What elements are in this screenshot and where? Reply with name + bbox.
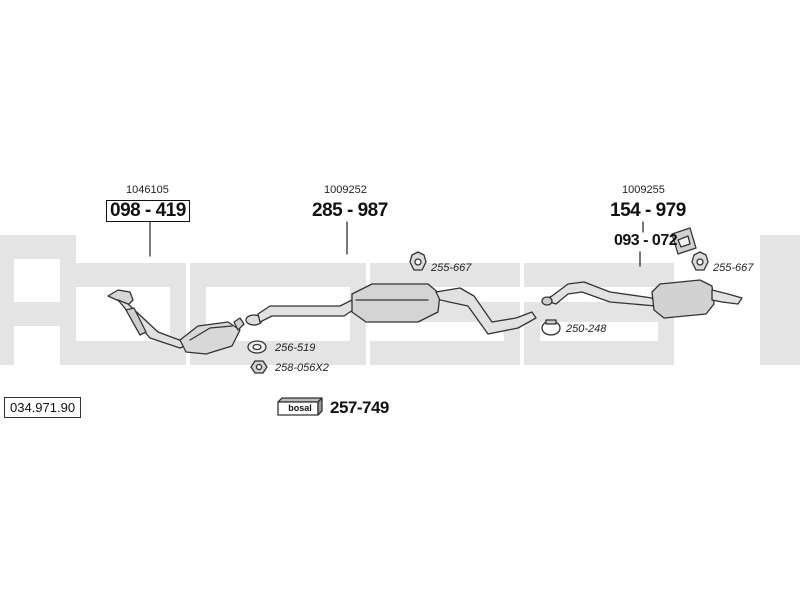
mounting-kit-part: 257-749 [330, 398, 389, 417]
hanger-label-1: 255-667 [431, 262, 472, 274]
nut-label: 258-056X2 [275, 362, 329, 374]
hanger-label-2: 255-667 [713, 262, 754, 274]
mounting-kit-logo: bosal [288, 403, 312, 413]
center-pipe-muffler [245, 283, 537, 335]
front-pipe-catalyst [107, 289, 245, 355]
section-ref-1: 1046105 [126, 184, 169, 196]
section-ref-2: 1009252 [324, 184, 367, 196]
bracket-part: 093 - 072 [614, 232, 678, 249]
mounting-kit-box-icon [277, 397, 323, 416]
catalog-number: 034.971.90 [4, 397, 82, 418]
rear-pipe-silencer [541, 279, 743, 319]
nut-icon [250, 360, 268, 374]
bracket-icon [671, 227, 697, 255]
gasket-icon [247, 340, 267, 354]
hanger-icon-1 [409, 251, 427, 271]
section-part-3: 154 - 979 [610, 200, 686, 221]
clamp-label: 250-248 [566, 323, 607, 335]
hanger-icon-2 [691, 251, 709, 271]
section-ref-3: 1009255 [622, 184, 665, 196]
section-part-2: 285 - 987 [312, 200, 388, 221]
clamp-icon [541, 319, 561, 336]
section-part-1: 098 - 419 [106, 200, 190, 222]
gasket-label: 256-519 [275, 342, 316, 354]
